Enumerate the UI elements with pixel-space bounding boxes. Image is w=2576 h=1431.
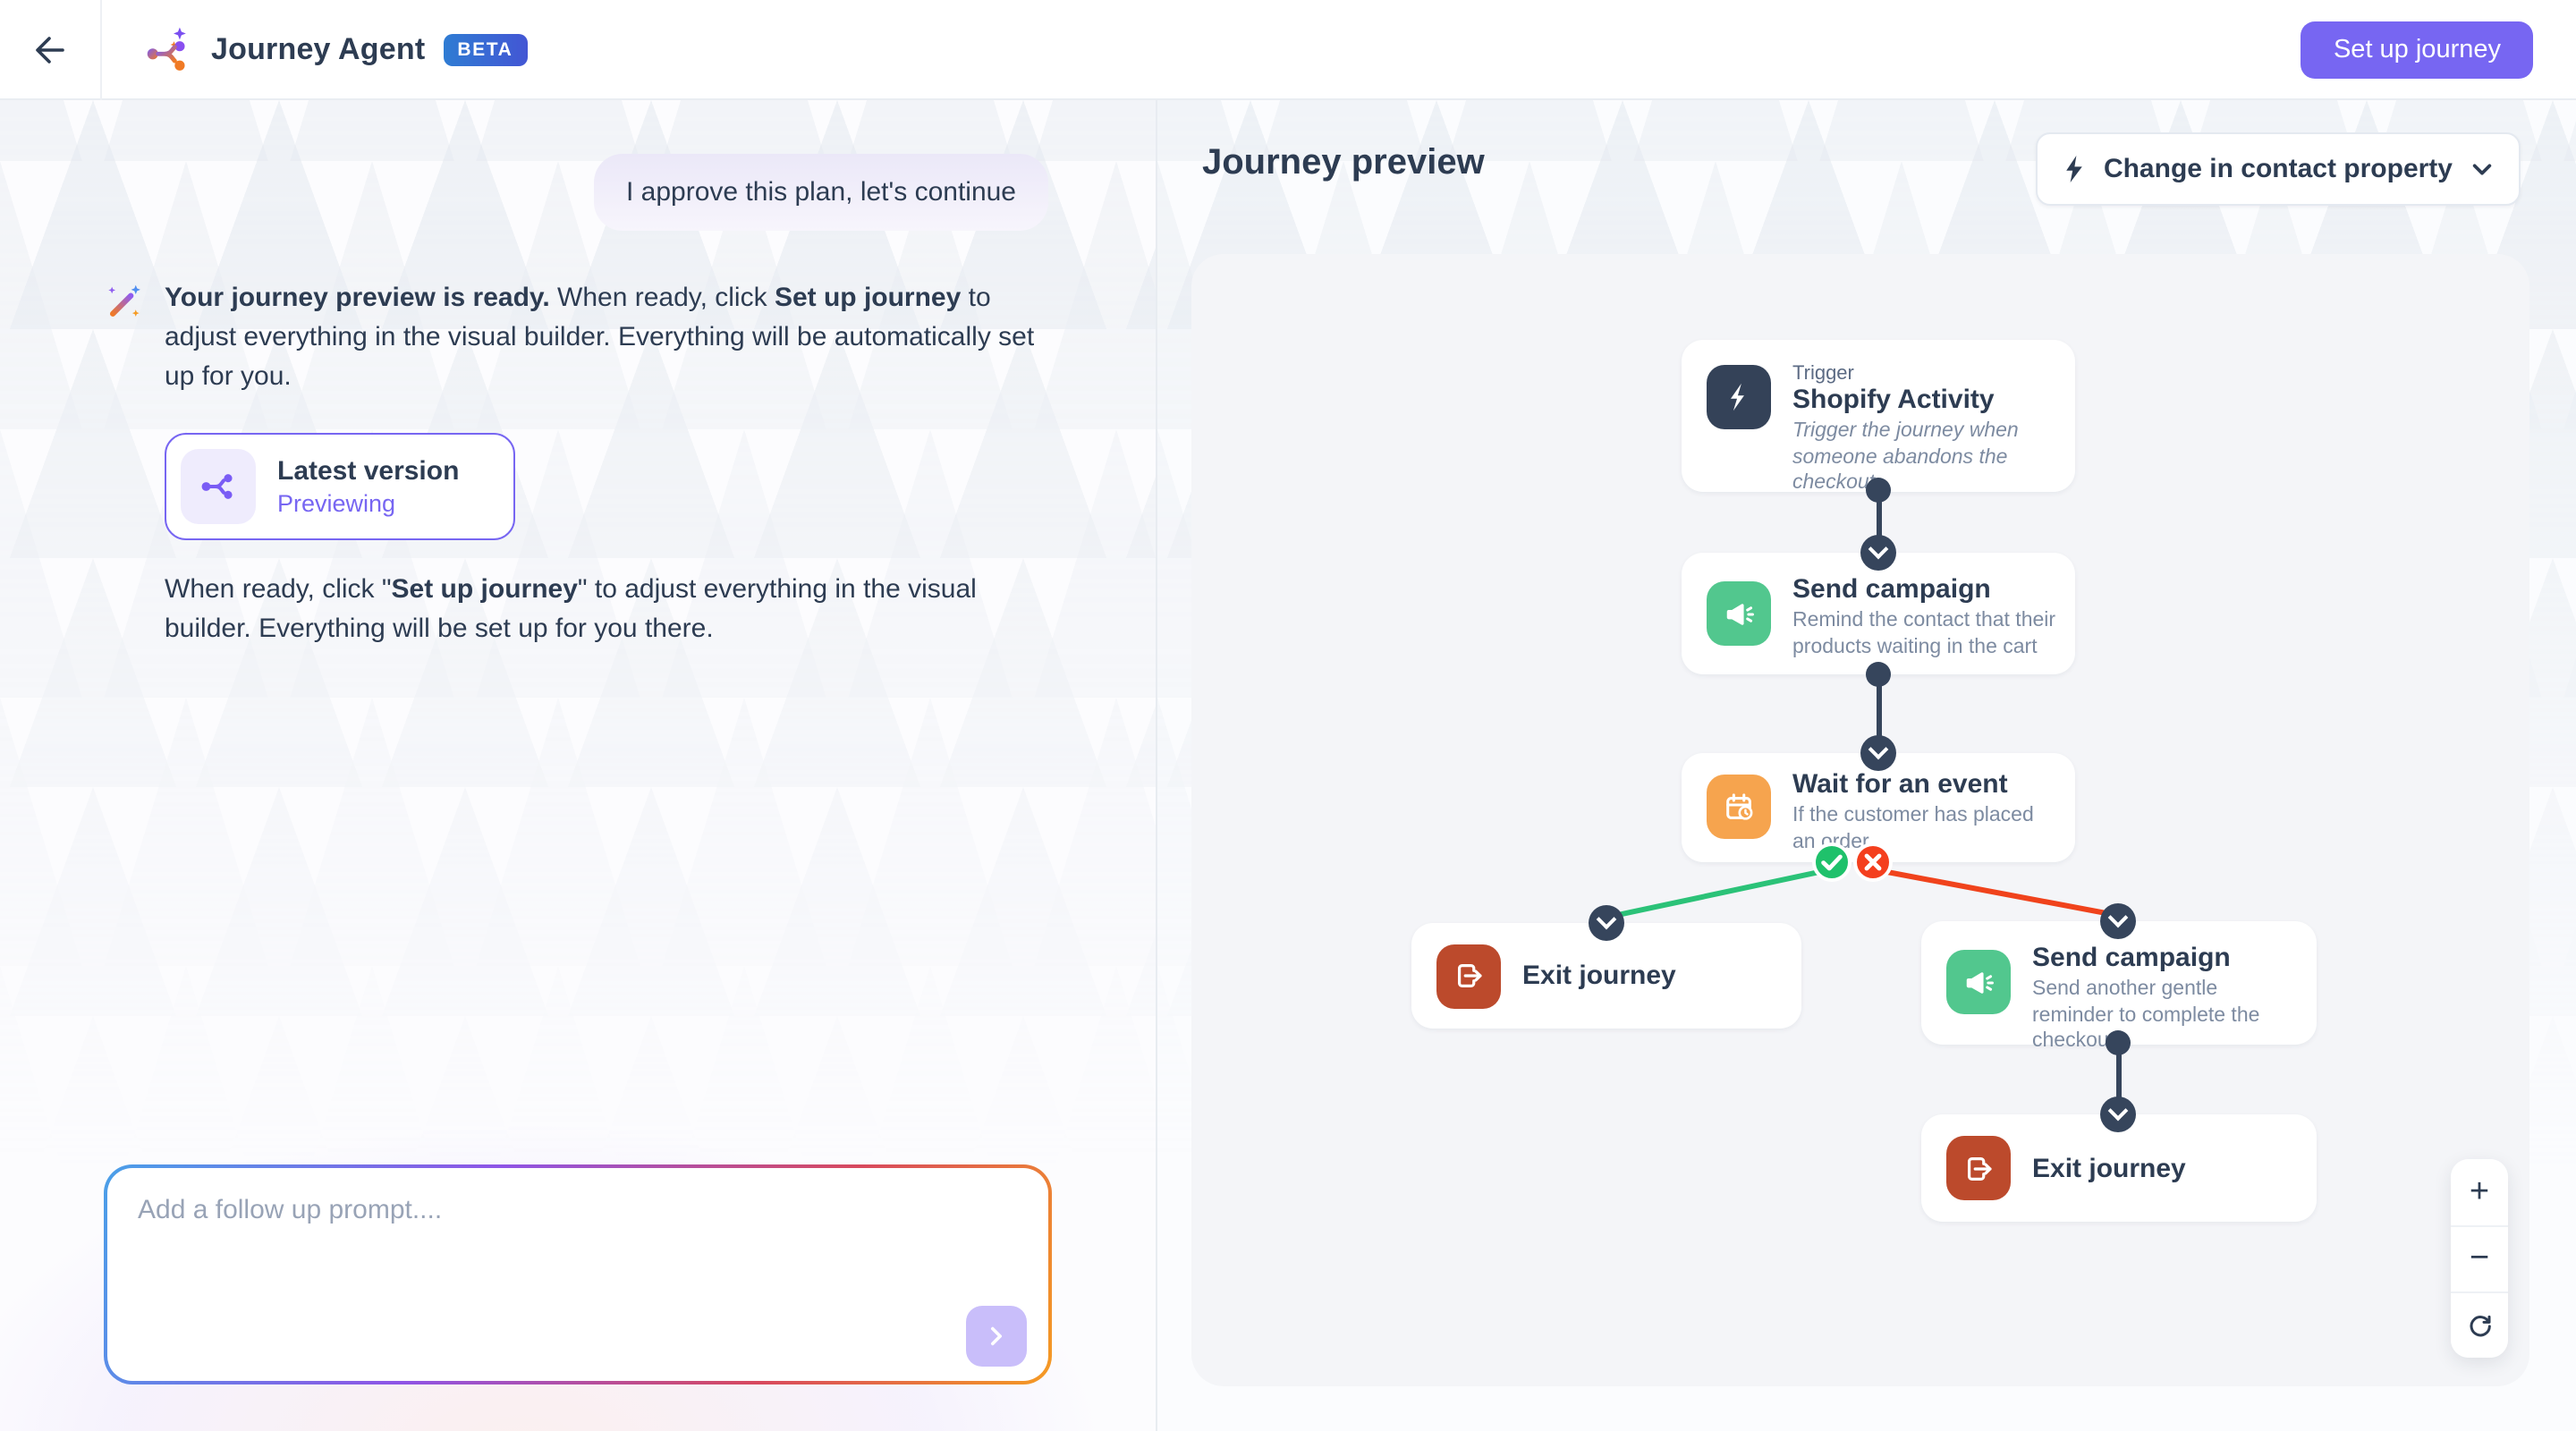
brand: Journey Agent BETA — [102, 24, 528, 74]
connector-chevron-icon — [1860, 535, 1896, 571]
set-up-journey-button[interactable]: Set up journey — [2301, 21, 2533, 79]
header: Journey Agent BETA Set up journey — [0, 0, 2576, 100]
node-title: Exit journey — [1522, 961, 1676, 991]
node-description: If the customer has placed an order — [1792, 805, 2034, 853]
node-exit-journey-left[interactable]: Exit journey — [1411, 923, 1801, 1029]
user-message-bubble: I approve this plan, let's continue — [594, 154, 1048, 231]
version-card-status: Previewing — [277, 490, 396, 518]
chevron-down-icon — [2472, 164, 2492, 175]
node-trigger-shopify-activity[interactable]: Trigger Shopify Activity Trigger the jou… — [1682, 340, 2075, 495]
journey-canvas[interactable]: Trigger Shopify Activity Trigger the jou… — [1191, 254, 2529, 1386]
node-exit-journey-bottom[interactable]: Exit journey — [1921, 1114, 2317, 1222]
beta-badge: BETA — [443, 33, 528, 65]
assistant-message-content: Your journey preview is ready. When read… — [165, 279, 1048, 649]
refresh-icon — [2469, 1314, 2490, 1336]
exit-icon — [1436, 944, 1501, 1008]
connector-dot — [2106, 1030, 2131, 1055]
lightning-icon — [2066, 156, 2082, 182]
journey-version-icon — [181, 449, 256, 525]
preview-title: Journey preview — [1202, 143, 1485, 182]
calendar-clock-icon — [1707, 775, 1771, 839]
followup-prompt-input[interactable] — [107, 1168, 1048, 1381]
assistant-text: Your journey preview is ready. When read… — [165, 283, 1035, 391]
connector-dot — [1866, 478, 1891, 503]
contact-property-dropdown[interactable]: Change in contact property — [2035, 132, 2521, 206]
latest-version-card[interactable]: Latest version Previewing — [165, 433, 515, 541]
node-kicker: Trigger — [1792, 363, 1854, 385]
connector-chevron-icon — [1589, 905, 1624, 941]
megaphone-icon — [1707, 581, 1771, 646]
node-title: Wait for an event — [1792, 769, 2008, 800]
exit-icon — [1946, 1136, 2011, 1200]
node-send-campaign-2[interactable]: Send campaign Send another gentle remind… — [1921, 921, 2317, 1053]
magic-wand-icon — [108, 284, 140, 317]
node-description: Remind the contact that their products w… — [1792, 610, 2056, 658]
connector-line — [2115, 1043, 2121, 1114]
connector-line — [1876, 490, 1881, 553]
zoom-in-button[interactable]: + — [2451, 1159, 2508, 1225]
dropdown-label: Change in contact property — [2103, 154, 2453, 184]
node-description: Send another gentle reminder to complete… — [2032, 978, 2260, 1053]
node-title: Send campaign — [2032, 943, 2231, 973]
journey-preview-panel: Journey preview Change in contact proper… — [1156, 100, 2576, 1431]
version-card-title: Latest version — [277, 456, 460, 487]
prompt-input-box — [104, 1164, 1052, 1384]
node-description: Trigger the journey when someone abandon… — [1792, 420, 2019, 495]
zoom-out-button[interactable]: − — [2451, 1225, 2508, 1291]
connector-dot — [1866, 662, 1891, 687]
assistant-message: Your journey preview is ready. When read… — [104, 279, 1048, 649]
node-title: Shopify Activity — [1792, 385, 1995, 415]
connector-chevron-icon — [1860, 735, 1896, 771]
arrow-left-icon — [36, 36, 64, 63]
journey-agent-logo-icon — [147, 26, 186, 70]
connector-line — [1876, 674, 1881, 753]
node-title: Exit journey — [2032, 1153, 2186, 1183]
back-button[interactable] — [0, 0, 102, 99]
megaphone-icon — [1946, 950, 2011, 1014]
node-send-campaign-1[interactable]: Send campaign Remind the contact that th… — [1682, 553, 2075, 674]
app-title: Journey Agent — [211, 31, 426, 65]
chat-messages: I approve this plan, let's continue — [0, 100, 1156, 1431]
assistant-followup-note: When ready, click "Set up journey" to ad… — [165, 574, 977, 645]
node-title: Send campaign — [1792, 574, 1991, 605]
reset-view-button[interactable] — [2451, 1291, 2508, 1358]
connector-chevron-icon — [2100, 903, 2136, 939]
lightning-icon — [1707, 365, 1771, 429]
send-prompt-button[interactable] — [966, 1306, 1027, 1367]
chat-panel: I approve this plan, let's continue — [0, 100, 1156, 1431]
canvas-zoom-controls: + − — [2451, 1159, 2508, 1358]
chevron-right-icon — [990, 1326, 1003, 1346]
connector-chevron-icon — [2100, 1097, 2136, 1132]
